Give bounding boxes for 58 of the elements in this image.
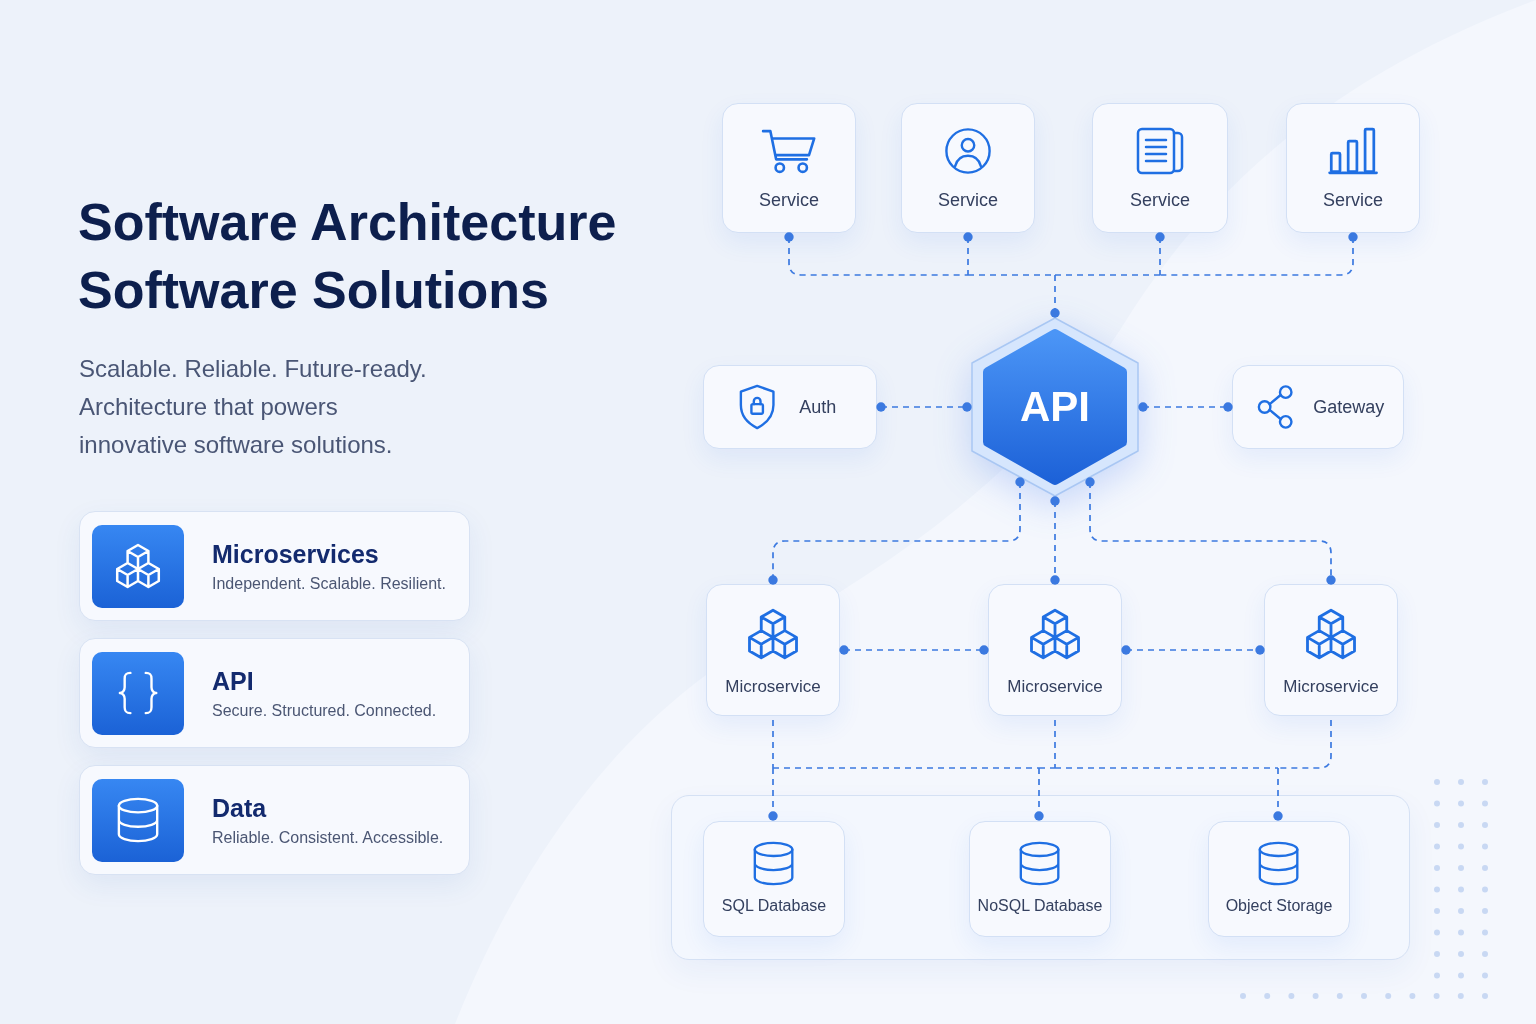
node-label: SQL Database — [721, 896, 827, 916]
dashed-connector — [1155, 232, 1165, 276]
feature-card — [79, 765, 470, 875]
dashed-connector — [1277, 719, 1332, 769]
dashed-connector — [768, 477, 1025, 585]
component-card — [1232, 365, 1404, 449]
feature-card — [79, 638, 470, 748]
tagline-text: Architecture that powers innovative software solutions. — [79, 392, 394, 460]
dashed-connector — [1050, 274, 1060, 318]
storage-group-panel — [671, 795, 1410, 960]
dashed-connector — [1121, 645, 1265, 655]
dashed-connector — [963, 232, 973, 276]
card-description: Secure. Structured. Connected. — [212, 700, 437, 721]
card-description: Reliable. Consistent. Accessible. — [212, 827, 444, 848]
node-label: Service — [1130, 189, 1190, 212]
storage-tile — [1208, 821, 1350, 937]
storage-tile — [703, 821, 845, 937]
dashed-connector — [768, 767, 778, 821]
service-tile — [1092, 103, 1228, 233]
api-hexagon — [971, 317, 1139, 497]
card-title: Microservices — [212, 538, 380, 570]
node-label: Microservice — [1283, 676, 1379, 698]
dashed-connector — [784, 232, 969, 276]
node-label: Microservice — [725, 676, 821, 698]
microservice-tile — [1264, 584, 1398, 716]
dashed-connector — [1050, 496, 1060, 585]
node-label: NoSQL Database — [977, 896, 1103, 916]
node-label: Service — [1323, 189, 1383, 212]
tagline-text: Scalable. Reliable. Future-ready. — [79, 354, 428, 384]
node-label: Gateway — [1313, 396, 1385, 419]
node-label: Microservice — [1007, 676, 1103, 698]
microservice-tile — [706, 584, 840, 716]
dashed-connector — [1054, 274, 1161, 276]
node-label: Object Storage — [1225, 896, 1333, 916]
service-tile — [1286, 103, 1420, 233]
card-title: API — [212, 665, 255, 697]
dashed-connector — [1085, 477, 1336, 585]
dashed-connector — [772, 719, 774, 769]
dashed-connector — [1273, 767, 1283, 821]
service-tile — [722, 103, 856, 233]
node-label: API — [1020, 383, 1090, 431]
node-label: Auth — [799, 396, 837, 419]
service-tile — [901, 103, 1035, 233]
card-title: Data — [212, 792, 268, 824]
dashed-connector — [1138, 402, 1233, 412]
node-label: Service — [938, 189, 998, 212]
dashed-connector — [839, 645, 989, 655]
dashed-connector — [772, 767, 1040, 769]
dashed-connector — [1054, 767, 1279, 769]
dashed-connector — [876, 402, 972, 412]
title: Software Architecture Software Solutions — [78, 192, 618, 321]
microservice-tile — [988, 584, 1122, 716]
feature-card — [79, 511, 470, 621]
storage-tile — [969, 821, 1111, 937]
node-label: Service — [759, 189, 819, 212]
card-description: Independent. Scalable. Resilient. — [212, 573, 446, 594]
dashed-connector — [1159, 232, 1358, 276]
component-card — [703, 365, 877, 449]
